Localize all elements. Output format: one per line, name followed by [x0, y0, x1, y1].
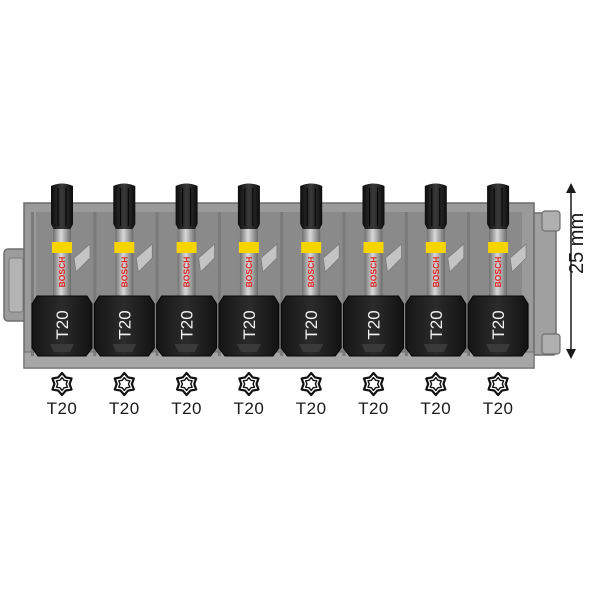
bit-size-label: T20 — [420, 399, 452, 418]
bit-clip — [467, 295, 529, 357]
holder-clip-spring — [509, 243, 527, 273]
bit-clip — [156, 295, 218, 357]
torx-star-icon — [175, 371, 198, 397]
holder-clip-spring — [260, 243, 278, 273]
holder-clip-spring — [135, 243, 153, 273]
holder-divider — [342, 212, 346, 356]
bit-tip — [362, 183, 385, 230]
torx-star-icon — [362, 371, 385, 397]
bit-size-label: T20 — [358, 399, 389, 418]
bit-clip — [343, 295, 404, 357]
bit-brand-print: BOSCH — [244, 257, 254, 288]
bit-tip-label: T20 — [302, 310, 321, 339]
bit-clip — [280, 295, 342, 357]
bit-tip — [175, 183, 198, 230]
bit-size-label: T20 — [295, 399, 327, 418]
bit-size-label: T20 — [46, 399, 78, 418]
bit-clip-bevel — [236, 344, 261, 352]
bit-tip-label: T20 — [427, 310, 446, 339]
bit-size-label: T20 — [108, 399, 140, 418]
holder-divider — [31, 212, 34, 356]
holder-divider — [467, 212, 471, 356]
bit-tip — [51, 183, 73, 230]
bit-1[interactable]: BOSCH T20 — [31, 183, 93, 357]
dimension-label: 25 mm — [566, 212, 588, 274]
bit-clip — [405, 295, 467, 357]
bit-clip-bevel — [174, 344, 199, 352]
torx-star-icon — [487, 371, 509, 397]
torx-star-icon — [51, 371, 73, 397]
holder-left-latch-slot — [8, 257, 24, 313]
torx-star-icon — [425, 371, 447, 397]
bit-2[interactable]: BOSCH T20 — [93, 183, 155, 357]
bit-6[interactable]: BOSCH T20 — [342, 183, 404, 357]
bit-clip — [31, 295, 93, 357]
dimension-arrow — [566, 183, 576, 359]
bit-7[interactable]: BOSCH T20 — [404, 183, 467, 357]
bit-tip — [487, 183, 510, 230]
bit-brand-print: BOSCH — [119, 257, 129, 288]
holder-divider — [404, 212, 408, 356]
bit-clip-bevel — [299, 344, 324, 352]
bit-clip-bevel — [361, 344, 386, 352]
bit-tip-label: T20 — [53, 310, 72, 339]
bit-4[interactable]: BOSCH T20 — [217, 183, 280, 357]
bit-tip — [113, 183, 136, 230]
bit-tip — [237, 183, 260, 230]
bit-color-ring — [363, 242, 384, 253]
holder-divider — [93, 212, 97, 356]
bit-tip-label: T20 — [178, 310, 197, 339]
holder-divider — [155, 212, 159, 356]
holder-clip-spring — [198, 243, 215, 273]
bit-color-ring — [301, 242, 322, 253]
bit-color-ring — [488, 242, 509, 253]
bit-5[interactable]: BOSCH T20 — [280, 183, 342, 357]
bit-tip-label: T20 — [115, 310, 134, 339]
bit-color-ring — [114, 242, 135, 253]
bit-color-ring — [52, 242, 72, 253]
bit-8[interactable]: BOSCH T20 — [467, 183, 529, 357]
bit-clip-bevel — [50, 344, 74, 352]
bit-clip — [218, 295, 280, 357]
holder-divider — [280, 212, 284, 356]
bit-3[interactable]: BOSCH T20 — [155, 183, 218, 357]
torx-star-icon — [238, 371, 260, 397]
bit-clip-bevel — [486, 344, 511, 352]
bit-size-label: T20 — [171, 399, 202, 418]
bit-tip — [300, 183, 323, 230]
bit-brand-print: BOSCH — [431, 257, 441, 288]
bit-clip-bevel — [112, 344, 137, 352]
bit-clip-bevel — [423, 344, 448, 352]
bit-brand-print: BOSCH — [182, 257, 192, 288]
holder-right-rail-cap-bottom — [541, 333, 561, 355]
bit-brand-print: BOSCH — [306, 257, 316, 288]
bit-tip-label: T20 — [489, 310, 508, 339]
bit-size-label: T20 — [233, 399, 265, 418]
bit-brand-print: BOSCH — [369, 257, 379, 288]
holder-divider — [217, 212, 221, 356]
bits-layer: BOSCH T20 BOSCH T20 BOSCH T20 BOSCH T20 BOSCH T20… — [31, 183, 529, 357]
bit-brand-print: BOSCH — [57, 257, 67, 288]
bit-brand-print: BOSCH — [493, 257, 503, 288]
torx-star-icon — [113, 371, 135, 397]
torx-star-icon — [300, 371, 322, 397]
dimension-arrowhead-bottom — [566, 349, 576, 359]
bit-color-ring — [176, 242, 197, 253]
bit-size-label: T20 — [482, 399, 514, 418]
holder-clip-spring — [385, 243, 402, 273]
bit-color-ring — [425, 242, 446, 253]
holder-clip-spring — [322, 243, 340, 273]
torx-icons-layer — [51, 371, 509, 397]
bit-tip — [424, 183, 447, 230]
dimension-arrowhead-top — [566, 183, 576, 193]
holder-right-rail-cap-top — [541, 210, 561, 232]
bit-color-ring — [238, 242, 259, 253]
bit-tip-label: T20 — [365, 310, 384, 339]
holder-clip-spring — [447, 243, 465, 273]
holder-clip-spring — [73, 243, 91, 273]
bit-clip — [93, 295, 155, 357]
bit-tip-label: T20 — [240, 310, 259, 339]
